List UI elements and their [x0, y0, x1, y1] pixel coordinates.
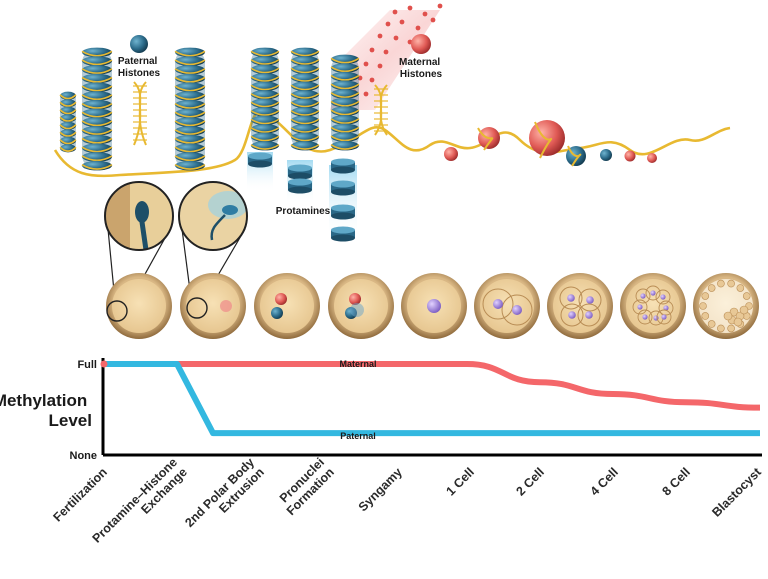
- stage-label-5: Syngamy: [356, 465, 405, 514]
- chromatin-illustration: Paternal Histones Maternal Histones Prot…: [53, 3, 731, 242]
- embryo-cell-5: [401, 273, 467, 339]
- stage-label-4: PronucleiFormation: [274, 455, 337, 518]
- paternal-histone-legend-ball: [130, 35, 148, 53]
- y-tick-full: Full: [77, 359, 97, 371]
- magnifier-decondensation: [178, 181, 248, 251]
- methylation-chart: Maternal Paternal Full None Methylation …: [0, 358, 765, 546]
- paternal-series-label: Paternal: [340, 431, 376, 441]
- x-axis-stage-labels: FertilizationProtamine–HistoneExchange2n…: [50, 455, 764, 545]
- paternal-chromatin-coils: [59, 47, 360, 171]
- dna-strand: [53, 110, 731, 178]
- maternal-series-label: Maternal: [339, 359, 376, 369]
- protamines-group: [247, 152, 357, 242]
- embryo-cell-6: [474, 273, 540, 339]
- magnifier-sperm-entry: [104, 181, 174, 251]
- stage-label-10: Blastocyst: [709, 464, 764, 519]
- y-axis-label: Methylation Level: [0, 391, 92, 430]
- stage-label-6: 1 Cell: [443, 465, 476, 498]
- stage-label-7: 2 Cell: [513, 465, 546, 498]
- maternal-histones-label: Maternal Histones: [399, 57, 443, 80]
- fertilization-start-dot: [100, 360, 108, 368]
- embryo-cell-1: [106, 273, 172, 339]
- embryo-cell-8: [620, 273, 686, 339]
- protamines-label: Protamines: [276, 206, 331, 217]
- dna-ladders: [133, 81, 388, 146]
- histone-beads: [444, 120, 657, 167]
- embryo-cell-4: [328, 273, 394, 339]
- embryo-cell-2: [180, 273, 246, 339]
- embryo-stage-cells: [106, 273, 759, 339]
- embryo-cell-7: [547, 273, 613, 339]
- stage-label-1: Fertilization: [50, 465, 110, 525]
- maternal-histone-particles: [347, 3, 443, 107]
- stage-label-3: 2nd Polar BodyExtrusion: [182, 455, 267, 540]
- stage-label-8: 4 Cell: [587, 465, 620, 498]
- stage-label-9: 8 Cell: [659, 465, 692, 498]
- y-tick-none: None: [70, 450, 98, 462]
- embryo-cell-3: [254, 273, 320, 339]
- maternal-histone-legend-ball: [411, 34, 431, 54]
- embryo-cell-9: [693, 273, 759, 339]
- maternal-methylation-line: [103, 361, 761, 411]
- paternal-histones-label: Paternal Histones: [118, 56, 161, 79]
